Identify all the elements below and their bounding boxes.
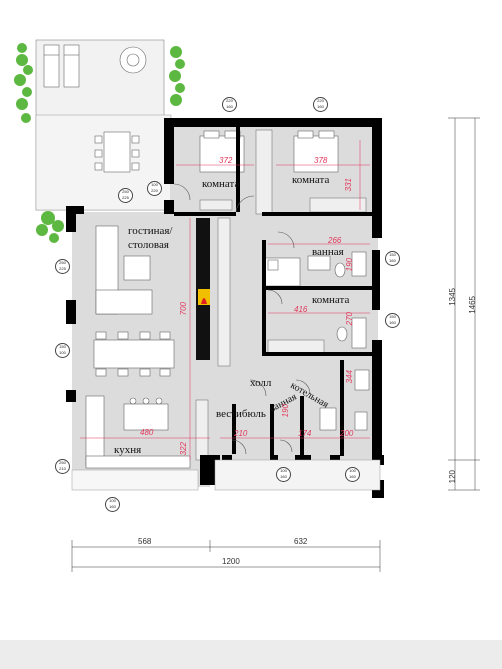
window-mark-1: 220 160 bbox=[222, 97, 237, 112]
dim-210: 210 bbox=[234, 429, 248, 438]
window-mark-4: 250 225 bbox=[118, 188, 133, 203]
room-label-living-dining: гостиная/ столовая bbox=[128, 225, 173, 251]
window-mark-9: 150 160 bbox=[385, 251, 400, 266]
outer-dim-height-120: 120 bbox=[448, 470, 457, 484]
outer-dimension-lines bbox=[71, 117, 480, 572]
inner-dimension-lines bbox=[80, 140, 370, 460]
kitchen bbox=[85, 395, 191, 469]
dim-266: 266 bbox=[328, 236, 342, 245]
window-mark-3: 100 220 bbox=[147, 181, 162, 196]
dim-344: 344 bbox=[345, 370, 354, 384]
window-mark-8: 100 160 bbox=[105, 497, 120, 512]
window-mark-2: 220 160 bbox=[313, 97, 328, 112]
fireplace-fire bbox=[198, 289, 210, 305]
dim-700: 700 bbox=[179, 302, 188, 316]
room-label-hall: холл bbox=[250, 377, 272, 389]
dim-331: 331 bbox=[344, 178, 353, 192]
outer-dim-total-width: 1200 bbox=[222, 557, 240, 566]
door-swings bbox=[173, 183, 311, 455]
window-mark-7: 250 210 bbox=[55, 459, 70, 474]
room-label-bedroom-right: комната bbox=[292, 174, 330, 186]
dim-378: 378 bbox=[314, 156, 328, 165]
sun-loungers bbox=[43, 44, 80, 88]
walls bbox=[66, 118, 384, 498]
window-mark-10: 150 160 bbox=[385, 313, 400, 328]
dim-174: 174 bbox=[298, 429, 312, 438]
terrace-lower bbox=[35, 114, 172, 211]
dim-200: 200 bbox=[340, 429, 354, 438]
bottom-band bbox=[0, 640, 502, 669]
room-label-bathroom-top: ванная bbox=[312, 246, 344, 258]
window-mark-5: 250 225 bbox=[55, 259, 70, 274]
window-mark-12: 100 160 bbox=[345, 467, 360, 482]
room-label-kitchen: кухня bbox=[114, 444, 142, 456]
dim-480: 480 bbox=[140, 428, 154, 437]
outer-dim-left-width: 568 bbox=[138, 537, 152, 546]
window-mark-11: 100 160 bbox=[276, 467, 291, 482]
outer-dim-right-width: 632 bbox=[294, 537, 308, 546]
fireplace-flame bbox=[201, 298, 207, 304]
dim-372: 372 bbox=[219, 156, 233, 165]
window-mark-6: 150 100 bbox=[55, 343, 70, 358]
room-label-room-middle: комната bbox=[312, 294, 350, 306]
room-label-vestibule: вестибюль bbox=[216, 408, 266, 420]
dim-270: 270 bbox=[345, 312, 354, 326]
dim-416: 416 bbox=[294, 305, 308, 314]
sofa bbox=[95, 225, 153, 315]
outer-dim-height-1465: 1465 bbox=[468, 296, 477, 314]
round-table bbox=[119, 46, 147, 74]
dim-190a: 190 bbox=[345, 258, 354, 272]
dim-322: 322 bbox=[179, 442, 188, 456]
entrance-steps bbox=[71, 469, 199, 491]
dining-table bbox=[93, 331, 175, 377]
plants bbox=[14, 43, 185, 243]
bathroom-fixtures bbox=[307, 251, 370, 431]
terrace-dining-table bbox=[94, 131, 140, 173]
dim-190b: 190 bbox=[281, 404, 290, 418]
room-label-bedroom-left: комната bbox=[202, 178, 240, 190]
outer-dim-height-1345: 1345 bbox=[448, 288, 457, 306]
